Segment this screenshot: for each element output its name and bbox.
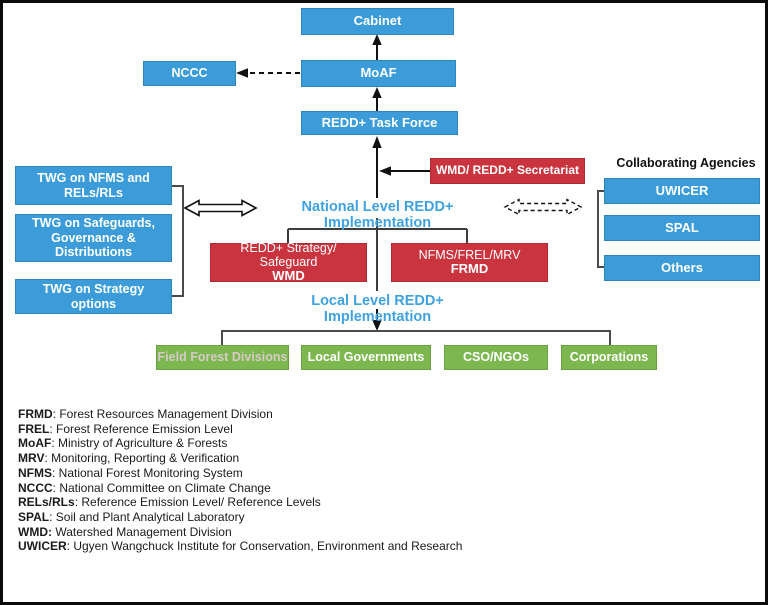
arrow-local-down [372, 309, 382, 331]
local-actors-tree [221, 330, 611, 345]
legend-definition: : Soil and Plant Analytical Laboratory [49, 509, 245, 524]
label-national-level: National Level REDD+ Implementation [301, 199, 454, 231]
unit-agency-label: WMD [272, 268, 305, 284]
agencies-bracket [597, 190, 604, 268]
legend-definition: : Reference Emission Level/ Reference Le… [74, 495, 321, 510]
node-corporations: Corporations [561, 345, 657, 370]
legend-term: MoAF [18, 436, 52, 451]
node-moaf: MoAF [301, 60, 456, 87]
node-uwicer: UWICER [604, 178, 760, 204]
legend-line-moaf: MoAF: Ministry of Agriculture & Forests [18, 436, 462, 451]
node-cso-ngos: CSO/NGOs [444, 345, 548, 370]
legend-definition: : National Forest Monitoring System [52, 465, 243, 480]
abbreviation-legend: FRMD: Forest Resources Management Divisi… [18, 407, 462, 554]
legend-term: UWICER [18, 539, 67, 554]
connector-layer [170, 34, 611, 345]
arrow-moaf-to-nccc-dashed [236, 68, 300, 78]
node-nfms-frel-frmd: NFMS/FREL/MRV FRMD [391, 243, 548, 282]
double-arrow-national-agencies-dashed [503, 198, 583, 216]
arrow-secretariat-to-line [379, 166, 430, 176]
node-twg-safeguards: TWG on Safeguards, Governance & Distribu… [15, 214, 172, 262]
legend-definition: Watershed Management Division [51, 524, 232, 539]
unit-role-label: NFMS/FREL/MRV [418, 247, 521, 262]
node-local-governments: Local Governments [301, 345, 431, 370]
units-tree-connector [287, 218, 468, 291]
legend-term: FREL [18, 421, 50, 436]
legend-term: NCCC [18, 480, 53, 495]
legend-definition: : Forest Resources Management Division [52, 407, 273, 421]
node-redd-strategy-wmd: REDD+ Strategy/ Safeguard WMD [210, 240, 367, 284]
twg-bracket [170, 185, 184, 297]
node-field-forest-divisions: Field Forest Divisions [156, 345, 289, 370]
node-redd-task-force: REDD+ Task Force [301, 111, 458, 135]
legend-term: MRV [18, 451, 45, 466]
arrow-national-to-taskforce [372, 136, 382, 198]
node-twg-nfms-rels: TWG on NFMS and RELs/RLs [15, 166, 172, 205]
double-arrow-twg-national [183, 199, 258, 217]
legend-term: RELs/RLs [18, 495, 75, 510]
node-others: Others [604, 255, 760, 281]
unit-role-label: REDD+ Strategy/ Safeguard [240, 240, 337, 270]
legend-term: FRMD [18, 407, 53, 421]
legend-line-spal: SPAL: Soil and Plant Analytical Laborato… [18, 510, 462, 525]
label-local-level: Local Level REDD+ Implementation [311, 293, 444, 325]
legend-line-frel: FREL: Forest Reference Emission Level [18, 422, 462, 437]
node-wmd-redd-secretariat: WMD/ REDD+ Secretariat [430, 158, 585, 184]
legend-definition: : Ugyen Wangchuck Institute for Conserva… [66, 539, 463, 554]
node-cabinet: Cabinet [301, 8, 454, 35]
legend-term: SPAL [18, 509, 50, 524]
legend-line-rels: RELs/RLs: Reference Emission Level/ Refe… [18, 495, 462, 510]
legend-definition: : Forest Reference Emission Level [49, 421, 233, 436]
unit-agency-label: FRMD [450, 261, 489, 277]
legend-term: WMD: [18, 524, 52, 539]
legend-line-mrv: MRV: Monitoring, Reporting & Verificatio… [18, 451, 462, 466]
arrow-moaf-to-cabinet [372, 34, 382, 60]
node-spal: SPAL [604, 215, 760, 241]
legend-line-uwicer: UWICER: Ugyen Wangchuck Institute for Co… [18, 539, 462, 554]
legend-line-wmd: WMD: Watershed Management Division [18, 525, 462, 540]
node-nccc: NCCC [143, 61, 236, 86]
node-twg-strategy: TWG on Strategy options [15, 279, 172, 314]
label-collaborating-agencies: Collaborating Agencies [616, 156, 756, 170]
legend-term: NFMS [18, 465, 52, 480]
legend-line-frmd: FRMD: Forest Resources Management Divisi… [18, 407, 462, 422]
legend-definition: : Ministry of Agriculture & Forests [51, 436, 228, 451]
legend-definition: : National Committee on Climate Change [52, 480, 271, 495]
legend-definition: : Monitoring, Reporting & Verification [44, 451, 240, 466]
legend-line-nccc: NCCC: National Committee on Climate Chan… [18, 481, 462, 496]
legend-line-nfms: NFMS: National Forest Monitoring System [18, 466, 462, 481]
arrow-taskforce-to-moaf [372, 87, 382, 111]
